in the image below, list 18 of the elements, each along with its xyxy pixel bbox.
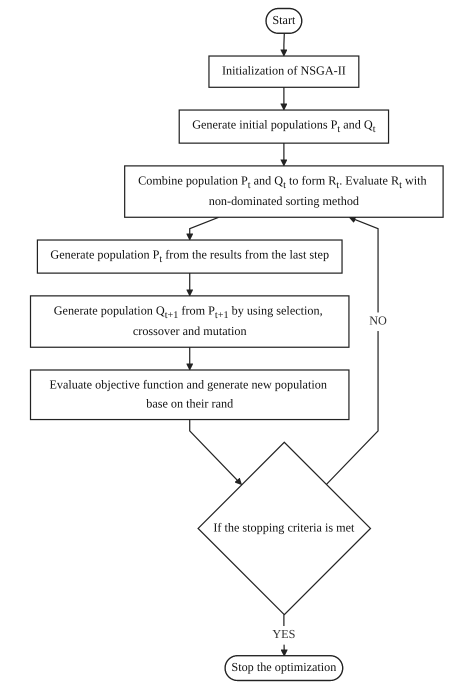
arrow	[186, 273, 194, 296]
arrow	[280, 87, 288, 110]
edge-label: YES	[272, 628, 296, 642]
arrow	[326, 216, 379, 486]
arrow	[280, 614, 288, 656]
edge-label: NO	[369, 314, 388, 328]
node-box: Combine population P$_{t}$ and Q$_{t}$ to form R$_{t}$. Evaluate R$_{t}$ with non-dominated sorting method	[124, 165, 444, 218]
node-box: Generate initial populations P$_{t}$ and Q$_{t}$	[178, 109, 390, 144]
arrow	[280, 143, 288, 166]
arrow	[280, 34, 288, 56]
node-diamond: If the stopping criteria is met	[197, 441, 372, 616]
node-box: Initialization of NSGA-II	[208, 55, 360, 88]
arrow	[186, 216, 220, 240]
arrow	[189, 420, 242, 485]
arrow	[186, 347, 194, 370]
node-box: Generate population Q$_{t+1}$ from P$_{t+1}$ by using selection, crossover and mutation	[30, 295, 350, 348]
node-box: Generate population P$_{t}$ from the results from the last step	[36, 239, 343, 274]
node-box: Evaluate objective function and generate new population base on their rand	[30, 369, 350, 420]
